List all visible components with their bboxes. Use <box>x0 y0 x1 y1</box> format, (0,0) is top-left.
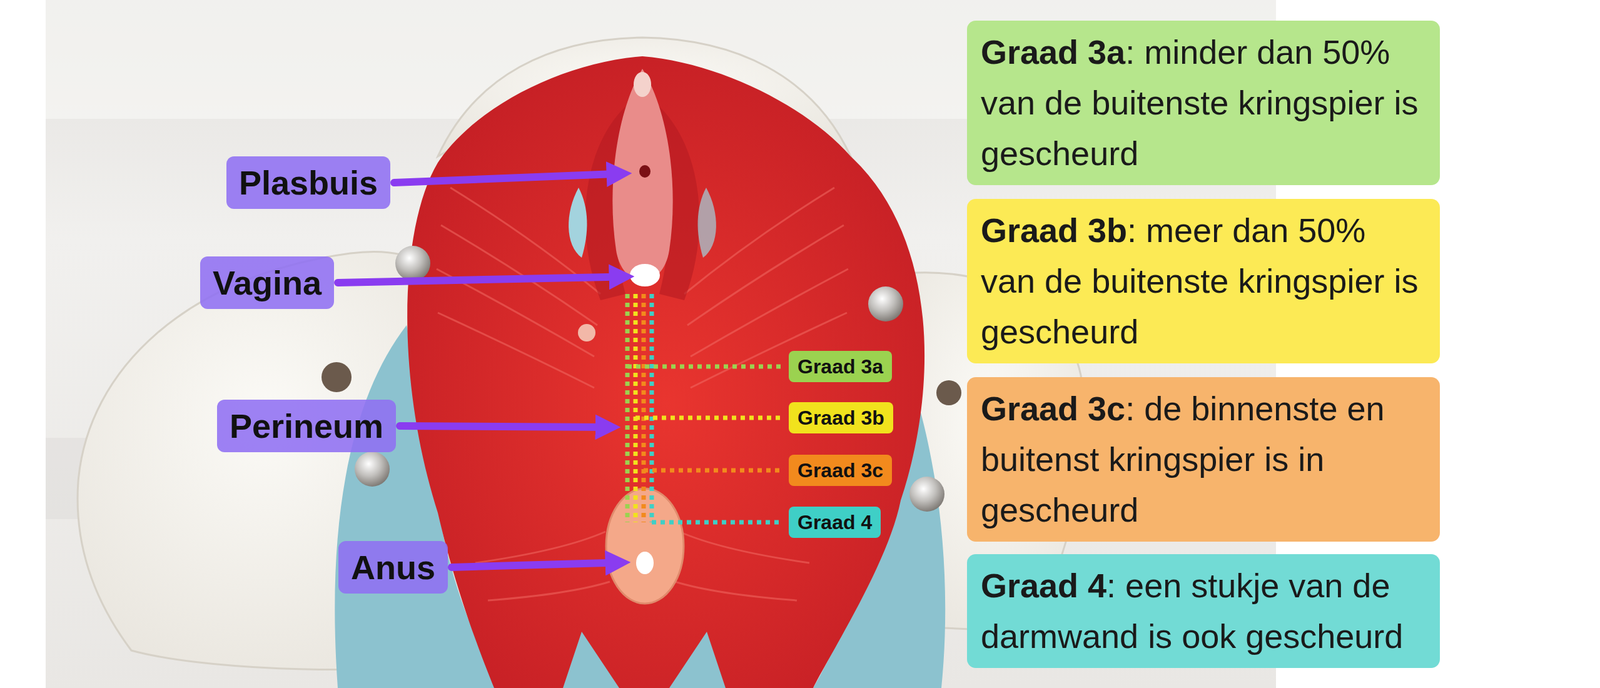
anatomy-label: Plasbuis <box>226 156 391 210</box>
anatomy-label: Vagina <box>200 256 335 310</box>
label-text: Plasbuis <box>238 163 378 202</box>
grade-tag: Graad 3a <box>788 350 892 383</box>
muscle-fiber <box>487 581 610 601</box>
metal-stud <box>395 245 431 281</box>
grade-dotted-lines <box>627 293 784 523</box>
grade-heading: Graad 3b <box>980 211 1128 249</box>
muscle-fiber <box>475 531 606 563</box>
grade-description: Graad 4: een stukje van de darmwand is o… <box>967 554 1440 669</box>
muscle-fiber <box>437 312 595 388</box>
muscle-fiber <box>690 268 849 357</box>
muscle-fiber <box>674 581 797 601</box>
vaginal-opening <box>629 263 660 287</box>
lower-tissue <box>669 631 726 688</box>
grade-heading: Graad 3c <box>980 389 1126 428</box>
bone-hole <box>936 380 962 406</box>
metal-stud <box>909 476 945 512</box>
lower-tissue <box>562 631 620 688</box>
right-blue-tissue <box>698 187 717 258</box>
grade-3b-line <box>633 293 638 523</box>
grade-tag: Graad 4 <box>788 506 881 538</box>
urethra-opening <box>639 165 651 178</box>
grade-heading: Graad 4 <box>980 566 1107 605</box>
label-text: Vagina <box>212 263 322 302</box>
clitoris <box>633 71 652 97</box>
anal-opening <box>636 551 654 575</box>
small-gland <box>577 324 596 342</box>
pointer-arrow <box>399 425 608 428</box>
grade-3b-leader <box>635 415 784 421</box>
grade-3a-leader <box>627 364 784 370</box>
label-text: Graad 4 <box>797 511 872 534</box>
pointer-arrow <box>337 276 622 283</box>
grade-description: Graad 3a: minder dan 50% van de buitenst… <box>967 20 1440 186</box>
label-text: Anus <box>350 548 436 587</box>
anatomy-label: Anus <box>338 541 448 595</box>
label-text: Graad 3b <box>797 406 885 430</box>
metal-stud <box>868 286 904 322</box>
grade-3c-leader <box>643 468 784 473</box>
grade-3a-line <box>625 293 630 523</box>
grade-4-leader <box>651 520 784 525</box>
grade-description: Graad 3c: de binnenste en buitenst kring… <box>967 377 1440 542</box>
pelvic-floor-muscles <box>407 56 925 688</box>
label-text: Perineum <box>229 407 384 445</box>
grade-heading: Graad 3a <box>980 33 1126 71</box>
label-text: Graad 3a <box>797 355 884 378</box>
metal-stud <box>354 451 390 487</box>
label-text: Graad 3c <box>797 459 884 482</box>
left-blue-tissue <box>568 187 587 258</box>
bone-hole <box>321 362 352 393</box>
grade-4-line <box>649 293 655 523</box>
anatomy-label: Perineum <box>217 399 396 453</box>
grade-tag: Graad 3c <box>788 454 892 487</box>
grade-tag: Graad 3b <box>788 402 894 434</box>
grade-3c-line <box>641 293 647 523</box>
pointer-arrow <box>451 562 618 568</box>
grade-description: Graad 3b: meer dan 50% van de buitenste … <box>967 198 1440 364</box>
pointer-arrow <box>394 173 620 183</box>
